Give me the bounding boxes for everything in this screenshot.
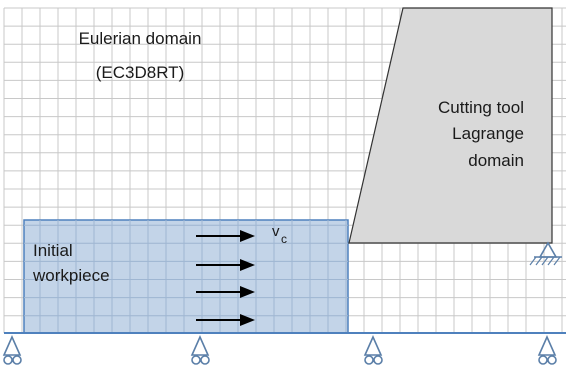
workpiece-label-line2: workpiece [32,266,110,285]
velocity-subscript: c [281,232,287,246]
tool-label-line3: domain [468,151,524,170]
tool-label-line1: Cutting tool [438,98,524,117]
velocity-arrow-icon [196,314,255,326]
tool-label-line2: Lagrange [452,124,524,143]
eulerian-element-type-label: (EC3D8RT) [96,63,184,82]
cutting-tool-lagrange-domain [348,7,553,244]
support-icon [2,335,22,365]
velocity-arrow-icon [196,259,255,271]
ground-support-icon [529,241,562,266]
support-icon [363,335,383,365]
workpiece-grid-overlay [24,220,348,333]
velocity-arrow-icon [196,230,255,242]
velocity-arrows [196,230,255,326]
support-icon [537,335,557,365]
velocity-symbol: v [272,223,280,240]
support-icon [190,335,210,365]
workpiece-label-line1: Initial [33,241,73,260]
eulerian-domain-label: Eulerian domain [79,29,202,48]
velocity-arrow-icon [196,286,255,298]
initial-workpiece-region [23,219,349,334]
supports [2,335,557,365]
